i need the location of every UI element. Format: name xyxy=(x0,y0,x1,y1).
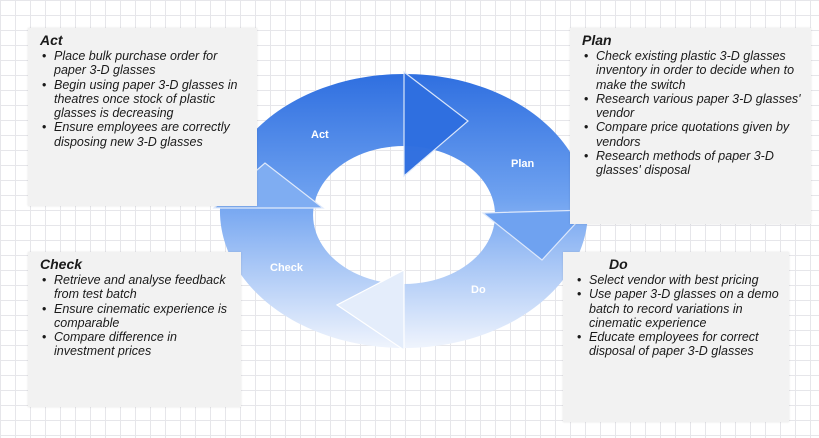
arrow-head-bottom xyxy=(335,269,405,352)
stage-label-do: Do xyxy=(471,284,486,296)
do-box-list: Select vendor with best pricing Use pape… xyxy=(575,273,781,359)
act-box: Act Place bulk purchase order for paper … xyxy=(28,28,257,206)
arrow-head-top xyxy=(403,70,469,178)
check-box: Check Retrieve and analyse feedback from… xyxy=(28,252,241,407)
list-item: Check existing plastic 3-D glasses inven… xyxy=(582,49,803,92)
do-box: Do Select vendor with best pricing Use p… xyxy=(563,252,789,422)
stage-label-act: Act xyxy=(311,129,329,141)
stage-label-check: Check xyxy=(270,262,304,274)
list-item: Use paper 3-D glasses on a demo batch to… xyxy=(575,287,781,330)
list-item: Begin using paper 3-D glasses in theatre… xyxy=(40,78,249,121)
list-item: Compare price quotations given by vendor… xyxy=(582,120,803,149)
plan-box-title: Plan xyxy=(582,32,612,48)
plan-box: Plan Check existing plastic 3-D glasses … xyxy=(570,28,811,224)
list-item: Place bulk purchase order for paper 3-D … xyxy=(40,49,249,78)
act-box-list: Place bulk purchase order for paper 3-D … xyxy=(40,49,249,149)
list-item: Ensure cinematic experience is comparabl… xyxy=(40,302,233,331)
list-item: Educate employees for correct disposal o… xyxy=(575,330,781,359)
list-item: Compare difference in investment prices xyxy=(40,330,233,359)
arrow-head-right xyxy=(481,209,590,261)
list-item: Select vendor with best pricing xyxy=(575,273,781,288)
list-item: Ensure employees are correctly disposing… xyxy=(40,120,249,149)
cycle-ring xyxy=(219,74,588,348)
act-box-title: Act xyxy=(40,32,63,48)
list-item: Retrieve and analyse feedback from test … xyxy=(40,273,233,302)
plan-box-list: Check existing plastic 3-D glasses inven… xyxy=(582,49,803,178)
check-box-list: Retrieve and analyse feedback from test … xyxy=(40,273,233,359)
do-box-title: Do xyxy=(609,256,628,272)
stage-label-plan: Plan xyxy=(511,158,535,170)
list-item: Research various paper 3-D glasses' vend… xyxy=(582,92,803,121)
check-box-title: Check xyxy=(40,256,83,272)
list-item: Research methods of paper 3-D glasses' d… xyxy=(582,149,803,178)
